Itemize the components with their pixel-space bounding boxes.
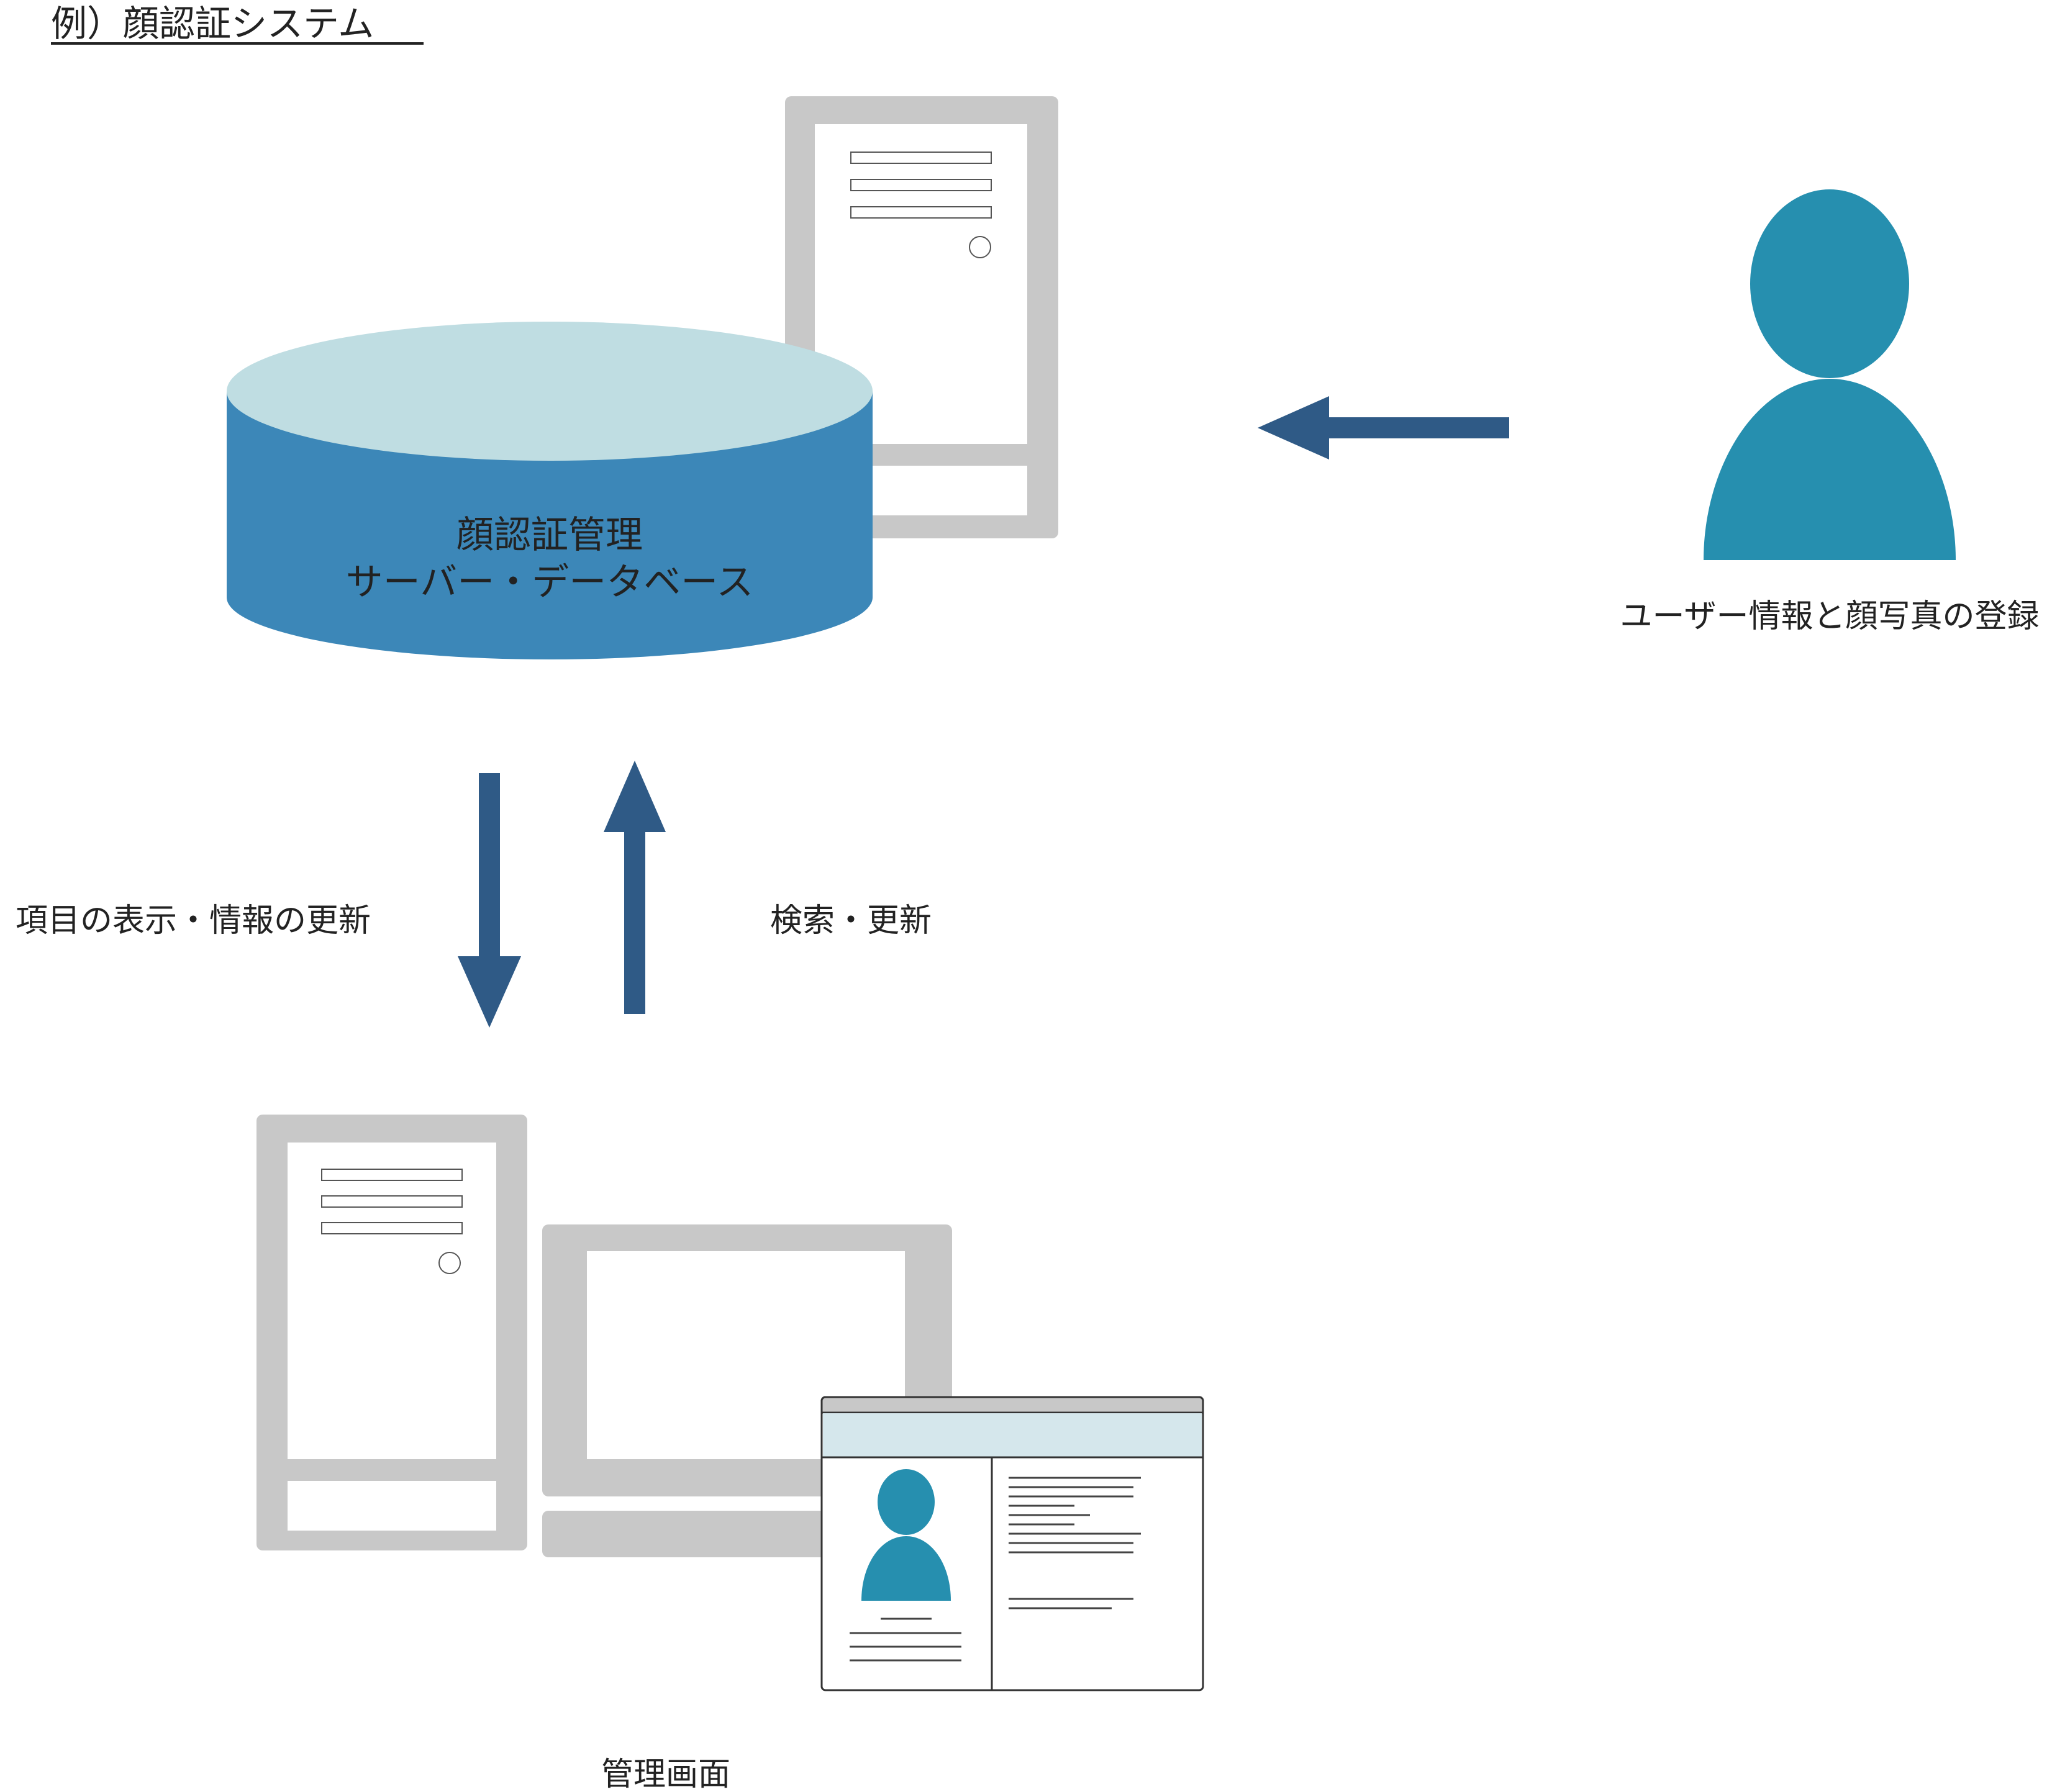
user-registration-label: ユーザー情報と顔写真の登録 (1620, 598, 2040, 635)
power-button-icon (438, 1252, 461, 1274)
diagram-title: 例）顔認証システム (51, 2, 374, 45)
profile-text-lines (850, 1618, 961, 1662)
right-flow-label: 検索・更新 (770, 902, 932, 939)
left-flow-label: 項目の表示・情報の更新 (16, 902, 371, 939)
profile-avatar-icon (861, 1469, 951, 1601)
detail-text-lines (1009, 1477, 1141, 1609)
database-label-line2: サーバー・データベース (346, 561, 753, 604)
arrow-left-icon (1258, 396, 1509, 459)
person-icon (1704, 189, 1956, 560)
arrow-up-icon (604, 761, 666, 1014)
window-header (823, 1413, 1202, 1457)
arrow-down-icon (458, 773, 521, 1028)
admin-window (820, 1396, 1204, 1691)
database-cylinder-icon (227, 322, 873, 659)
pc-tower (256, 1115, 527, 1550)
power-button-icon (969, 236, 991, 258)
admin-screen-label: 管理画面 (601, 1756, 730, 1792)
database-label-line1: 顔認証管理 (456, 514, 643, 557)
